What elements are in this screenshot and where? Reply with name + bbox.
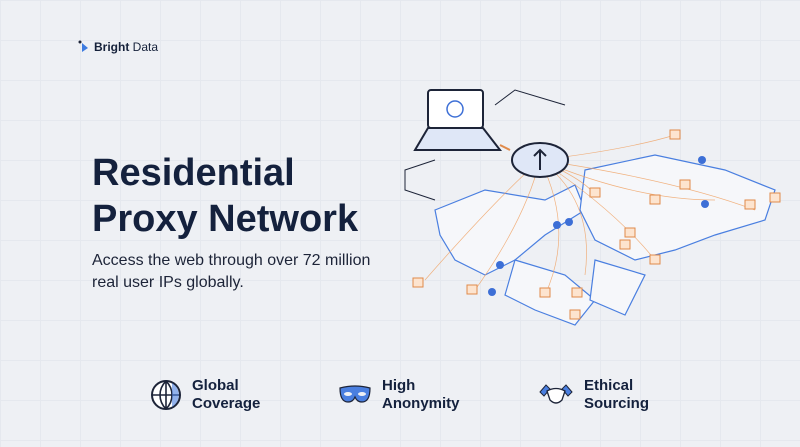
handshake-icon — [539, 384, 573, 404]
feature-label-line2: Anonymity — [382, 395, 460, 412]
laptop-icon — [413, 89, 503, 151]
bright-data-logo-icon — [78, 40, 88, 52]
page-title: Residential Proxy Network — [92, 150, 358, 242]
location-pins — [488, 156, 709, 296]
map-landmass-africa — [589, 259, 646, 316]
mask-icon — [339, 385, 371, 403]
title-line-2: Proxy Network — [92, 198, 359, 240]
brand-logo: Bright Data — [78, 40, 158, 54]
arrow-laptop-cloud — [499, 144, 511, 151]
brand-name-rest: Data — [129, 40, 159, 54]
feature-label-line2: Coverage — [192, 395, 261, 412]
feature-label-line2: Sourcing — [584, 395, 650, 412]
brand-name-bold: Bright — [94, 40, 130, 54]
return-arrows — [404, 89, 566, 201]
feature-label-line1: High — [382, 377, 416, 394]
subtitle: Access the web through over 72 million r… — [92, 252, 371, 291]
network-illustration — [404, 89, 781, 326]
title-line-1: Residential — [92, 152, 295, 194]
map-landmass-americas — [434, 184, 586, 276]
feature-label-line1: Global — [192, 377, 239, 394]
feature-label-line1: Ethical — [584, 377, 634, 394]
globe-icon — [151, 380, 181, 410]
house-markers — [412, 129, 781, 320]
cloud-icon — [511, 142, 569, 178]
